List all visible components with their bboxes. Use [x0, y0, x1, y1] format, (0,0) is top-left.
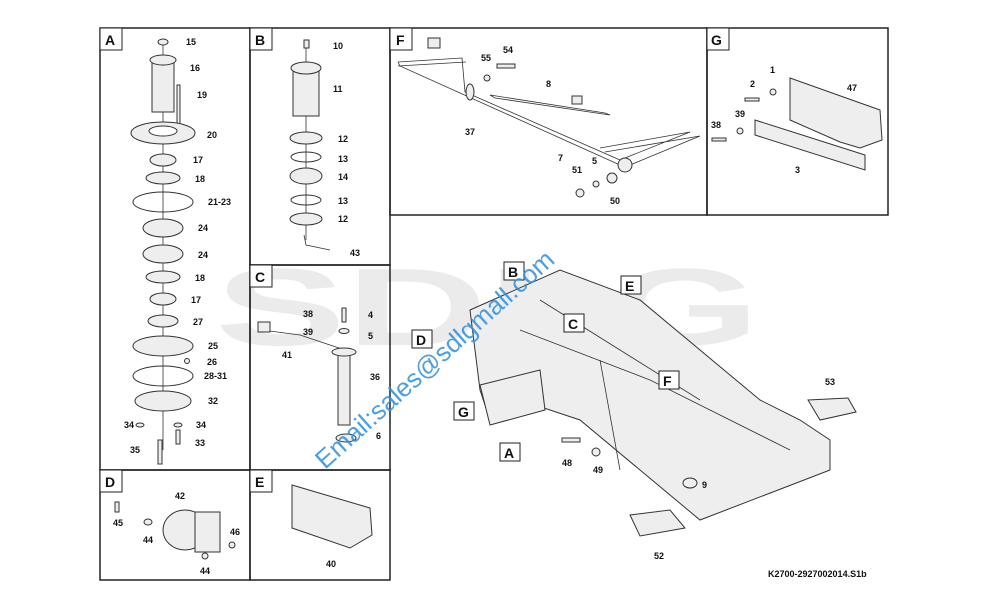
panel-g-parts	[711, 77, 883, 171]
part-label: 42	[175, 491, 185, 501]
callout-c: C	[568, 316, 578, 332]
part-label: 37	[465, 127, 475, 137]
part-label: 33	[195, 438, 205, 448]
part-label: 38	[303, 309, 313, 319]
panel-b-labels: 10 11 12 13 14 13 12 43	[333, 41, 360, 258]
part-label: 4	[368, 310, 373, 320]
part-label: 18	[195, 174, 205, 184]
main-frame-drawing	[469, 269, 857, 537]
panel-b-parts	[289, 39, 331, 251]
part-label: 2	[750, 79, 755, 89]
part-label: 52	[654, 551, 664, 561]
panel-letter-d: D	[105, 474, 115, 490]
part-label: 34	[196, 420, 206, 430]
part-label: 39	[735, 109, 745, 119]
panel-d-parts	[114, 501, 236, 560]
part-label: 55	[481, 53, 491, 63]
part-label: 17	[193, 155, 203, 165]
part-label: 41	[282, 350, 292, 360]
part-label: 10	[333, 41, 343, 51]
callout-b: B	[508, 264, 518, 280]
part-label: 7	[558, 153, 563, 163]
panel-c-labels: 38 4 39 5 41 36 6	[282, 309, 381, 441]
part-label: 35	[130, 445, 140, 455]
main-labels: 53 48 49 9 52	[562, 377, 835, 561]
part-label: 47	[847, 83, 857, 93]
panel-f-labels: 55 54 8 37 7 5 51 50	[465, 45, 620, 206]
part-label: 19	[197, 90, 207, 100]
part-label: 15	[186, 37, 196, 47]
panel-letter-a: A	[105, 32, 115, 48]
panel-frames	[99, 27, 889, 581]
panel-f-parts	[397, 37, 701, 198]
panel-a-labels: 15 16 19 20 17 18 21-23 24 24 18 17 27 2…	[124, 37, 231, 455]
part-label: 26	[207, 357, 217, 367]
panel-e-parts	[291, 484, 373, 549]
part-label: 39	[303, 327, 313, 337]
part-label: 18	[195, 273, 205, 283]
part-label: 12	[338, 134, 348, 144]
panel-letter-b: B	[255, 32, 265, 48]
part-label: 24	[198, 250, 208, 260]
panel-letter-c: C	[255, 269, 265, 285]
part-label: 48	[562, 458, 572, 468]
part-label: 21-23	[208, 197, 231, 207]
part-label: 12	[338, 214, 348, 224]
part-label: 36	[370, 372, 380, 382]
part-label: 5	[368, 331, 373, 341]
part-label: 44	[143, 535, 153, 545]
part-label: 53	[825, 377, 835, 387]
part-label: 25	[208, 341, 218, 351]
drawing-code: K2700-2927002014.S1b	[768, 569, 867, 579]
part-label: 11	[333, 84, 343, 94]
part-label: 46	[230, 527, 240, 537]
part-label: 6	[376, 431, 381, 441]
part-label: 51	[572, 165, 582, 175]
callout-g: G	[458, 404, 469, 420]
part-label: 27	[193, 317, 203, 327]
panel-letter-g: G	[711, 32, 722, 48]
part-label: 34	[124, 420, 134, 430]
panel-c-parts	[257, 307, 357, 443]
part-label: 45	[113, 518, 123, 528]
part-label: 16	[190, 63, 200, 73]
part-label: 8	[546, 79, 551, 89]
part-label: 44	[200, 566, 210, 576]
part-label: 43	[350, 248, 360, 258]
part-label: 17	[191, 295, 201, 305]
part-label: 20	[207, 130, 217, 140]
part-label: 24	[198, 223, 208, 233]
panel-letters: A B C D E F G	[99, 27, 730, 493]
part-label: 28-31	[204, 371, 227, 381]
part-label: 54	[503, 45, 513, 55]
callout-f: F	[663, 373, 672, 389]
panel-letter-f: F	[396, 32, 405, 48]
callout-e: E	[625, 278, 634, 294]
part-label: 5	[592, 156, 597, 166]
part-label: 14	[338, 172, 348, 182]
panel-g-labels: 1 2 47 39 38 3	[711, 65, 857, 175]
part-label: 3	[795, 165, 800, 175]
part-label: 49	[593, 465, 603, 475]
panel-a-parts	[130, 38, 196, 465]
part-label: 13	[338, 154, 348, 164]
callout-d: D	[416, 332, 426, 348]
part-label: 50	[610, 196, 620, 206]
part-label: 1	[770, 65, 775, 75]
panel-e-label: 40	[326, 559, 336, 569]
part-label: 38	[711, 120, 721, 130]
panel-letter-e: E	[255, 474, 264, 490]
part-label: 32	[208, 396, 218, 406]
part-label: 9	[702, 480, 707, 490]
callout-a: A	[504, 445, 514, 461]
panel-d-labels: 42 45 44 46 44	[113, 491, 240, 576]
main-callouts: B E C D F G A	[411, 261, 680, 462]
part-label: 13	[338, 196, 348, 206]
